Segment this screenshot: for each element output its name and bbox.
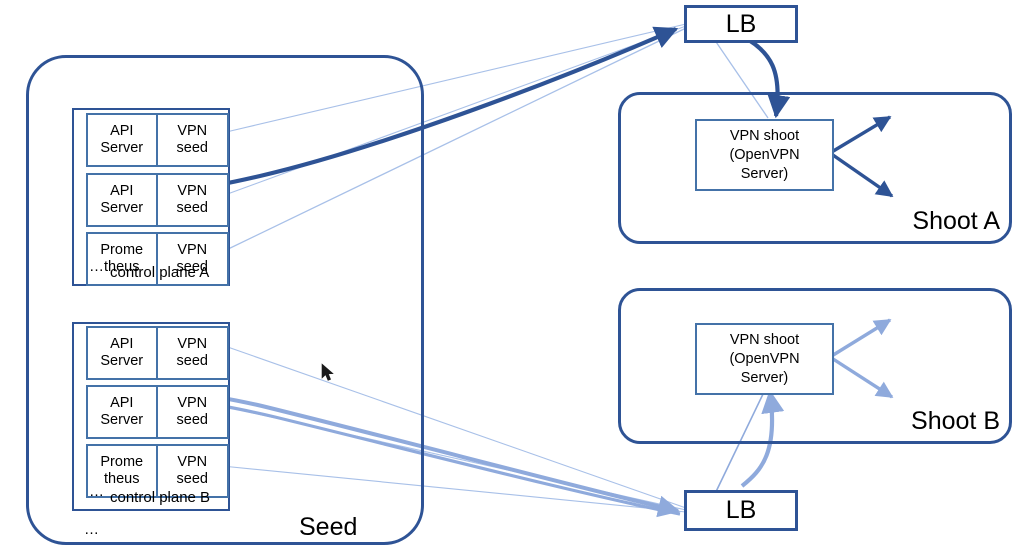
pod-component-api-server: API Server bbox=[88, 328, 158, 378]
control-plane-a-pod-1[interactable]: API Server VPN seed bbox=[86, 113, 229, 167]
pod-component-vpn-seed: VPN seed bbox=[157, 175, 227, 225]
pod-label-line2: Server bbox=[100, 200, 144, 216]
shoot-b-container bbox=[618, 288, 1012, 444]
pod-label-line1: Prome bbox=[100, 242, 144, 258]
pod-label-line2: seed bbox=[176, 353, 208, 369]
pod-component-api-server: API Server bbox=[88, 175, 158, 225]
pod-label-line1: VPN bbox=[177, 123, 208, 139]
seed-container bbox=[26, 55, 424, 545]
pod-label-line2: seed bbox=[176, 412, 208, 428]
lb-shoot-a[interactable]: LB bbox=[684, 5, 798, 43]
pod-label-line2: seed bbox=[176, 140, 208, 156]
pod-component-prometheus: Prome theus bbox=[88, 234, 158, 284]
vpn-shoot-line3: Server) bbox=[740, 165, 789, 182]
pod-component-vpn-seed: VPN seed bbox=[157, 446, 227, 496]
vpn-shoot-line2: (OpenVPN bbox=[729, 350, 800, 367]
pod-component-api-server: API Server bbox=[88, 115, 158, 165]
pod-label-line1: API bbox=[110, 123, 134, 139]
pod-component-api-server: API Server bbox=[88, 387, 158, 437]
control-plane-a-pod-3[interactable]: Prome theus VPN seed bbox=[86, 232, 229, 286]
pod-label-line1: API bbox=[110, 395, 134, 411]
pod-label-line2: seed bbox=[176, 259, 208, 275]
pod-label-line2: seed bbox=[176, 200, 208, 216]
vpn-shoot-line3: Server) bbox=[740, 369, 789, 386]
control-plane-b-pod-1[interactable]: API Server VPN seed bbox=[86, 326, 229, 380]
vpn-shoot-line1: VPN shoot bbox=[729, 127, 800, 144]
vpn-shoot-b-box[interactable]: VPN shoot (OpenVPN Server) bbox=[695, 323, 834, 395]
pod-component-vpn-seed: VPN seed bbox=[157, 234, 227, 284]
control-plane-b-pod-3[interactable]: Prome theus VPN seed bbox=[86, 444, 229, 498]
vpn-shoot-line1: VPN shoot bbox=[729, 331, 800, 348]
pod-component-vpn-seed: VPN seed bbox=[157, 115, 227, 165]
pod-label-line1: VPN bbox=[177, 336, 208, 352]
control-plane-b-pod-2[interactable]: API Server VPN seed bbox=[86, 385, 229, 439]
control-plane-a-ellipsis: … bbox=[89, 258, 104, 275]
pod-component-vpn-seed: VPN seed bbox=[157, 387, 227, 437]
vpn-shoot-a-box[interactable]: VPN shoot (OpenVPN Server) bbox=[695, 119, 834, 191]
shoot-a-label: Shoot A bbox=[912, 207, 1000, 235]
pod-label-line1: API bbox=[110, 183, 134, 199]
pod-label-line2: Server bbox=[100, 412, 144, 428]
control-plane-b-ellipsis: … bbox=[89, 483, 104, 500]
pod-component-vpn-seed: VPN seed bbox=[157, 328, 227, 378]
vpn-shoot-line2: (OpenVPN bbox=[729, 146, 800, 163]
pod-label-line2: theus bbox=[104, 471, 140, 487]
control-plane-b-label: control plane B bbox=[110, 489, 211, 506]
seed-label: Seed bbox=[299, 513, 358, 541]
pod-component-prometheus: Prome theus bbox=[88, 446, 158, 496]
pod-label-line2: theus bbox=[104, 259, 140, 275]
control-plane-a-pod-2[interactable]: API Server VPN seed bbox=[86, 173, 229, 227]
pod-label-line2: Server bbox=[100, 353, 144, 369]
shoot-a-container bbox=[618, 92, 1012, 244]
control-plane-a-label: control plane A bbox=[110, 264, 210, 281]
pod-label-line1: Prome bbox=[100, 454, 144, 470]
pod-label-line2: Server bbox=[100, 140, 144, 156]
seed-ellipsis: … bbox=[84, 521, 99, 538]
pod-label-line1: VPN bbox=[177, 242, 208, 258]
pod-label-line1: VPN bbox=[177, 183, 208, 199]
pod-label-line1: VPN bbox=[177, 395, 208, 411]
shoot-b-label: Shoot B bbox=[911, 407, 1000, 435]
pod-label-line2: seed bbox=[176, 471, 208, 487]
pod-label-line1: API bbox=[110, 336, 134, 352]
pod-label-line1: VPN bbox=[177, 454, 208, 470]
lb-shoot-b[interactable]: LB bbox=[684, 490, 798, 531]
